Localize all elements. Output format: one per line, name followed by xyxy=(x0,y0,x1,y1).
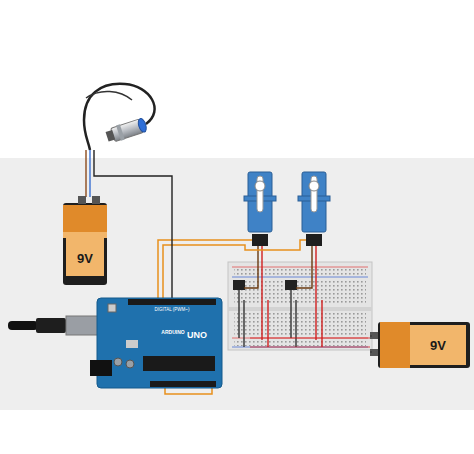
breadboard xyxy=(234,281,366,305)
voltage-label: 9V xyxy=(77,252,93,265)
breadboard xyxy=(232,267,368,268)
arduino-board xyxy=(150,381,216,387)
proximity-sensor xyxy=(116,124,125,140)
brand-label: ARDUINO xyxy=(161,330,184,335)
battery-9v: 9V xyxy=(378,322,470,368)
servo-motor xyxy=(252,234,268,246)
proximity-sensor xyxy=(84,84,155,150)
proximity-sensor xyxy=(84,84,155,150)
battery-9v xyxy=(63,205,107,235)
battery-9v xyxy=(92,196,100,204)
breadboard xyxy=(228,307,372,311)
arduino-board xyxy=(97,298,222,388)
servo-motor xyxy=(309,181,319,191)
battery-9v xyxy=(380,322,410,368)
breadboard-wires xyxy=(239,246,370,347)
proximity-sensor xyxy=(137,118,148,133)
breadboard-wires xyxy=(244,246,312,288)
arduino-board: DIGITAL (PWM~) ARDUINOUNO xyxy=(97,298,222,388)
breadboard-wires xyxy=(250,338,370,347)
arduino-board xyxy=(108,304,116,312)
servo-motor xyxy=(306,234,322,246)
battery-9v xyxy=(370,322,470,368)
servo-motor xyxy=(255,181,265,191)
signal-wire xyxy=(163,240,306,300)
battery-9v xyxy=(78,196,86,204)
voltage-regulator xyxy=(285,280,297,290)
model-label: UNO xyxy=(187,331,207,340)
arduino-board xyxy=(143,356,215,371)
arduino-board xyxy=(114,358,122,366)
sensor-wires xyxy=(89,150,90,197)
servo-motor xyxy=(248,172,272,232)
header-label: DIGITAL (PWM~) xyxy=(155,308,190,313)
breadboard xyxy=(228,262,372,350)
breadboard xyxy=(232,277,368,278)
battery-9v xyxy=(66,238,104,276)
usb-cable xyxy=(8,321,38,330)
battery-9v xyxy=(63,196,107,285)
battery-9v xyxy=(370,336,372,352)
battery-9v xyxy=(63,203,107,285)
arduino-board xyxy=(90,360,112,376)
breadboard-wires xyxy=(262,246,316,300)
breadboard xyxy=(234,313,366,337)
breadboard xyxy=(234,269,366,275)
servo-motor xyxy=(244,172,330,246)
voltage-label: 9V xyxy=(430,339,446,352)
arduino-board xyxy=(126,340,138,348)
breadboard xyxy=(234,340,366,346)
arduino-board xyxy=(126,360,134,368)
breadboard-wires xyxy=(244,300,296,347)
arduino-board xyxy=(128,299,216,305)
battery-9v xyxy=(410,325,466,365)
breadboard xyxy=(228,262,372,350)
voltage-regulator xyxy=(233,280,297,290)
voltage-regulator xyxy=(233,280,245,290)
breadboard-wires xyxy=(239,290,291,338)
proximity-sensor xyxy=(105,117,148,145)
usb-cable xyxy=(36,318,66,333)
usb-cable xyxy=(8,316,102,335)
proximity-sensor xyxy=(86,91,132,100)
arduino-board xyxy=(90,298,222,388)
battery-9v xyxy=(63,232,107,238)
battery-9v: 9V xyxy=(63,203,107,285)
sensor-wires xyxy=(85,150,86,197)
battery-9v xyxy=(378,322,470,368)
servo-motor xyxy=(302,172,326,232)
breadboard-wires xyxy=(262,300,322,347)
proximity-sensor xyxy=(106,130,116,142)
workspace-panel xyxy=(0,158,474,410)
workspace-panel xyxy=(0,158,474,410)
